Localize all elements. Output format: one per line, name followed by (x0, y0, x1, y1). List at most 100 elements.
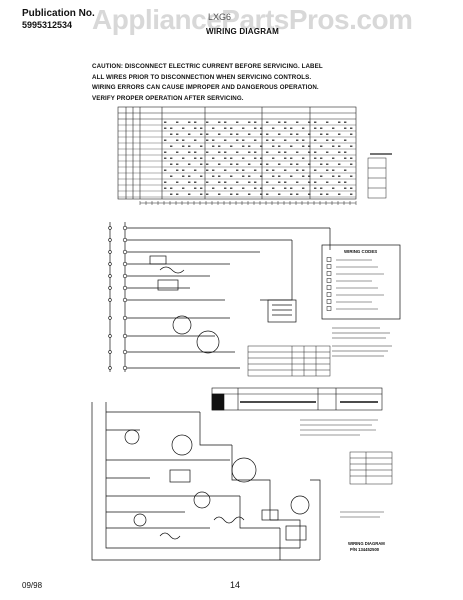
chart-contact-mark (290, 127, 293, 129)
chart-contact-mark (254, 127, 257, 129)
chart-contact-mark (164, 157, 167, 159)
chart-contact-mark (308, 175, 311, 177)
page-title: WIRING DIAGRAM (206, 27, 280, 36)
chart-contact-mark (290, 187, 293, 189)
chart-contact-mark (272, 139, 275, 141)
chart-contact-mark (236, 121, 239, 123)
chart-contact-mark (224, 151, 227, 153)
chart-contact-mark (314, 181, 317, 183)
chart-contact-mark (236, 169, 239, 171)
cycle-strip (211, 387, 383, 411)
chart-contact-mark (344, 151, 347, 153)
text-notes-lower (300, 419, 384, 518)
terminal (108, 334, 112, 338)
chart-contact-mark (290, 193, 293, 195)
chart-contact-mark (284, 121, 287, 123)
chart-contact-mark (230, 187, 233, 189)
chart-contact-mark (344, 187, 347, 189)
chart-contact-mark (248, 121, 251, 123)
chart-contact-mark (176, 169, 179, 171)
caution-notice: CAUTION: DISCONNECT ELECTRIC CURRENT BEF… (92, 62, 342, 104)
page-number: 14 (230, 580, 241, 590)
chart-contact-mark (218, 181, 221, 183)
chart-contact-mark (218, 145, 221, 147)
chart-contact-mark (164, 181, 167, 183)
legend-symbol (326, 264, 332, 269)
chart-contact-mark (314, 127, 317, 129)
chart-contact-mark (308, 181, 311, 183)
chart-contact-mark (218, 121, 221, 123)
chart-contact-mark (194, 181, 197, 183)
chart-contact-mark (242, 139, 245, 141)
legend-symbol (326, 257, 332, 262)
chart-contact-mark (212, 175, 215, 177)
chart-contact-mark (314, 121, 317, 123)
chart-contact-mark (290, 175, 293, 177)
chart-contact-mark (272, 157, 275, 159)
chart-contact-mark (350, 133, 353, 135)
chart-contact-mark (332, 187, 335, 189)
chart-contact-mark (188, 133, 191, 135)
chart-contact-mark (170, 133, 173, 135)
chart-contact-mark (278, 151, 281, 153)
chart-contact-mark (194, 157, 197, 159)
motor-circuit-schematic (109, 222, 331, 372)
caution-line: ALL WIRES PRIOR TO DISCONNECTION WHEN SE… (92, 73, 312, 81)
legend-symbol (326, 292, 332, 297)
chart-contact-mark (242, 157, 245, 159)
chart-contact-mark (164, 187, 167, 189)
chart-contact-mark (290, 163, 293, 165)
terminal (122, 297, 128, 303)
chart-contact-mark (218, 151, 221, 153)
chart-contact-mark (314, 139, 317, 141)
chart-contact-mark (188, 145, 191, 147)
chart-contact-mark (272, 145, 275, 147)
chart-contact-mark (326, 169, 329, 171)
publication-number: 5995312534 (22, 20, 73, 30)
chart-contact-mark (266, 133, 269, 135)
chart-contact-mark (314, 157, 317, 159)
chart-contact-mark (266, 121, 269, 123)
chart-contact-mark (296, 121, 299, 123)
chart-contact-mark (224, 181, 227, 183)
footer-date: 09/98 (22, 581, 43, 590)
chart-contact-mark (230, 127, 233, 129)
chart-contact-mark (308, 133, 311, 135)
chart-contact-mark (278, 121, 281, 123)
chart-contact-mark (236, 139, 239, 141)
chart-contact-mark (248, 193, 251, 195)
chart-contact-mark (206, 163, 209, 165)
timer-scale (139, 201, 357, 205)
component-table (349, 451, 393, 485)
chart-contact-mark (170, 175, 173, 177)
chart-contact-mark (302, 139, 305, 141)
terminal (122, 249, 128, 255)
terminal-strip (108, 225, 128, 371)
chart-contact-mark (176, 139, 179, 141)
chart-contact-mark (308, 163, 311, 165)
chart-contact-mark (164, 151, 167, 153)
chart-contact-mark (320, 187, 323, 189)
terminal (108, 238, 112, 242)
chart-contact-mark (206, 169, 209, 171)
chart-contact-mark (188, 121, 191, 123)
part-number: P/N 134452500 (350, 547, 380, 552)
chart-contact-mark (296, 169, 299, 171)
chart-contact-mark (170, 145, 173, 147)
chart-contact-mark (254, 121, 257, 123)
chart-contact-mark (320, 163, 323, 165)
chart-contact-mark (164, 169, 167, 171)
chart-contact-mark (218, 163, 221, 165)
chart-contact-mark (284, 151, 287, 153)
terminal (108, 350, 112, 354)
chart-contact-mark (248, 163, 251, 165)
chart-contact-mark (182, 187, 185, 189)
chart-contact-mark (182, 145, 185, 147)
chart-contact-mark (206, 181, 209, 183)
chart-contact-mark (344, 127, 347, 129)
chart-contact-mark (338, 163, 341, 165)
chart-contact-mark (254, 187, 257, 189)
watermark: AppliancePartsPros.com (92, 4, 413, 35)
chart-contact-mark (230, 133, 233, 135)
